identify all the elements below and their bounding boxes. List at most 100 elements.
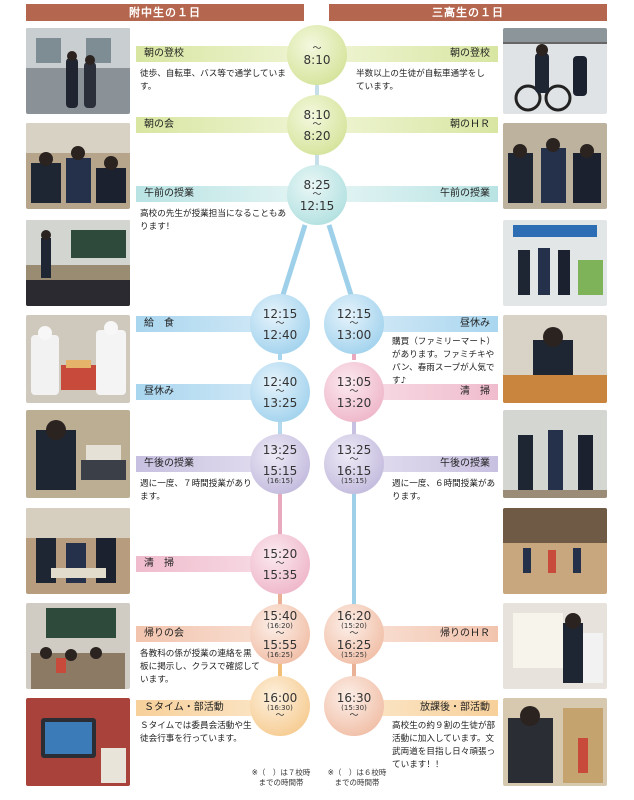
time-note-end: (16:25) [267, 650, 293, 659]
time-tilde: ～ [349, 628, 359, 639]
desc-right-afternoon-class: 週に一度、６時間授業があります。 [392, 479, 496, 502]
time-start: 15:40 [262, 608, 298, 623]
time-start: 13:25 [262, 442, 298, 457]
time-tilde: ～ [275, 318, 285, 329]
desc-right-after-school-club: 高校生の約９割の生徒が部活動に加入しています。文武両道を目指し日々頑張っています… [392, 721, 496, 770]
time-start: 8:10 [303, 107, 331, 122]
time-circle-left-lunch-break: 12:40 ～ 13:25 [250, 362, 310, 422]
footnote-right: ※（ ）は６校時 までの時間帯 [320, 768, 394, 788]
time-tilde: ～ [349, 710, 359, 721]
photo-morning-hr [503, 123, 607, 209]
time-end: 13:25 [262, 395, 298, 410]
time-circle-right-lunch-break: 12:15 ～ 13:00 [324, 294, 384, 354]
band-left-morning-class: 午前の授業 [136, 186, 306, 202]
photo-morning-meeting [26, 123, 130, 209]
photo-homeroom [26, 603, 130, 689]
time-tilde: ～ [275, 386, 285, 397]
desc-left-stime-club: Ｓタイムでは委員会活動や生徒会行事を行っています。 [140, 721, 252, 744]
time-start: 12:15 [262, 306, 298, 321]
photo-school-lunch [26, 315, 130, 403]
time-end: 16:25 [336, 637, 372, 652]
time-circle-right-afternoon-class: 13:25 ～ 16:15 (15:15) [324, 434, 384, 494]
time-circle-left-afternoon-class: 13:25 ～ 15:15 (16:15) [250, 434, 310, 494]
footnote-left: ※（ ）は７校時 までの時間帯 [244, 768, 318, 788]
time-start: 12:40 [262, 374, 298, 389]
time-end: 8:20 [303, 128, 331, 143]
photo-bicycle-commute [503, 28, 607, 114]
time-end: 15:35 [262, 567, 298, 582]
time-circle-left-cleaning: 15:20 ～ 15:35 [250, 534, 310, 594]
desc-left-afternoon-class: 週に一度、７時間授業があります。 [140, 479, 252, 502]
time-start: 8:10 [303, 52, 331, 67]
time-start: 13:05 [336, 374, 372, 389]
time-tilde: ～ [275, 628, 285, 639]
band-right-morning-hr: 朝のＨＲ [330, 117, 498, 133]
time-end: 12:40 [262, 327, 298, 342]
time-tilde: ～ [349, 386, 359, 397]
time-circle-morning-commute: ～ 8:10 [287, 25, 347, 85]
time-circle-left-lunch: 12:15 ～ 12:40 [250, 294, 310, 354]
time-end: 13:20 [336, 395, 372, 410]
photo-tablet-activity [26, 698, 130, 786]
footnote-left-line2: までの時間帯 [258, 778, 304, 787]
time-circle-right-homeroom: 16:20 (15:20) ～ 16:25 (15:25) [324, 604, 384, 664]
time-start: 12:15 [336, 306, 372, 321]
desc-left-morning-class: 高校の先生が授業担当になることもあります！ [140, 209, 287, 232]
time-start: 16:00 [262, 690, 298, 705]
left-header: 附中生の１日 [26, 4, 304, 21]
time-note-end: (15:25) [341, 650, 367, 659]
time-note-start: (15:20) [341, 621, 367, 630]
time-note: (15:15) [341, 476, 367, 485]
time-circle-left-homeroom: 15:40 (16:20) ～ 15:55 (16:25) [250, 604, 310, 664]
footnote-left-line1: ※（ ）は７校時 [251, 768, 311, 777]
time-start: 16:20 [336, 608, 372, 623]
time-end: 13:00 [336, 327, 372, 342]
band-right-morning-class: 午前の授業 [330, 186, 498, 202]
time-tilde: ～ [275, 558, 285, 569]
time-tilde: ～ [349, 454, 359, 465]
time-note-start: (16:20) [267, 621, 293, 630]
time-start: 16:30 [336, 690, 372, 705]
photo-homeroom-board [503, 603, 607, 689]
time-circle-left-stime-club: 16:00 (16:30) ～ [250, 676, 310, 736]
photo-convenience-store [503, 220, 607, 306]
band-right-morning-commute: 朝の登校 [330, 46, 498, 62]
time-note: (16:30) [267, 703, 293, 712]
time-tilde: ～ [312, 43, 322, 54]
time-tilde: ～ [275, 454, 285, 465]
band-left-morning-meeting: 朝の会 [136, 117, 306, 133]
time-start: 15:20 [262, 546, 298, 561]
time-start: 13:25 [336, 442, 372, 457]
time-end: 15:55 [262, 637, 298, 652]
time-tilde: ～ [349, 318, 359, 329]
photo-afternoon-class [26, 410, 130, 498]
photo-cleaning [26, 508, 130, 594]
photo-hallway-cleaning [503, 410, 607, 498]
photo-students-walking [26, 28, 130, 114]
time-circle-morning-class: 8:25 ～ 12:15 [287, 165, 347, 225]
desc-left-morning-commute: 徒歩、自転車、バス等で通学しています。 [140, 69, 286, 92]
photo-shop-counter [503, 315, 607, 403]
time-end: 15:15 [262, 463, 298, 478]
photo-gym [503, 508, 607, 594]
photo-morning-class [26, 220, 130, 306]
time-tilde: ～ [275, 710, 285, 721]
right-header: 三高生の１日 [329, 4, 607, 21]
time-tilde: ～ [312, 119, 322, 130]
desc-right-morning-commute: 半数以上の生徒が自転車通学をしています。 [356, 69, 485, 92]
time-end: 12:15 [299, 198, 335, 213]
time-circle-right-after-school-club: 16:30 (15:30) ～ [324, 676, 384, 736]
footnote-right-line2: までの時間帯 [334, 778, 380, 787]
time-circle-right-cleaning: 13:05 ～ 13:20 [324, 362, 384, 422]
time-note: (15:30) [341, 703, 367, 712]
desc-left-homeroom: 各教科の係が授業の連絡を黒板に掲示し、クラスで確認しています。 [140, 649, 260, 685]
desc-right-lunch-break: 購買（ファミリーマート）があります。ファミチキやパン、春雨スープが人気です♪ [392, 337, 496, 386]
time-end: 16:15 [336, 463, 372, 478]
time-tilde: ～ [312, 189, 322, 200]
band-left-morning-commute: 朝の登校 [136, 46, 306, 62]
footnote-right-line1: ※（ ）は６校時 [327, 768, 387, 777]
photo-club-activity [503, 698, 607, 786]
time-start: 8:25 [303, 177, 331, 192]
time-note: (16:15) [267, 476, 293, 485]
time-circle-morning-meeting: 8:10 ～ 8:20 [287, 95, 347, 155]
